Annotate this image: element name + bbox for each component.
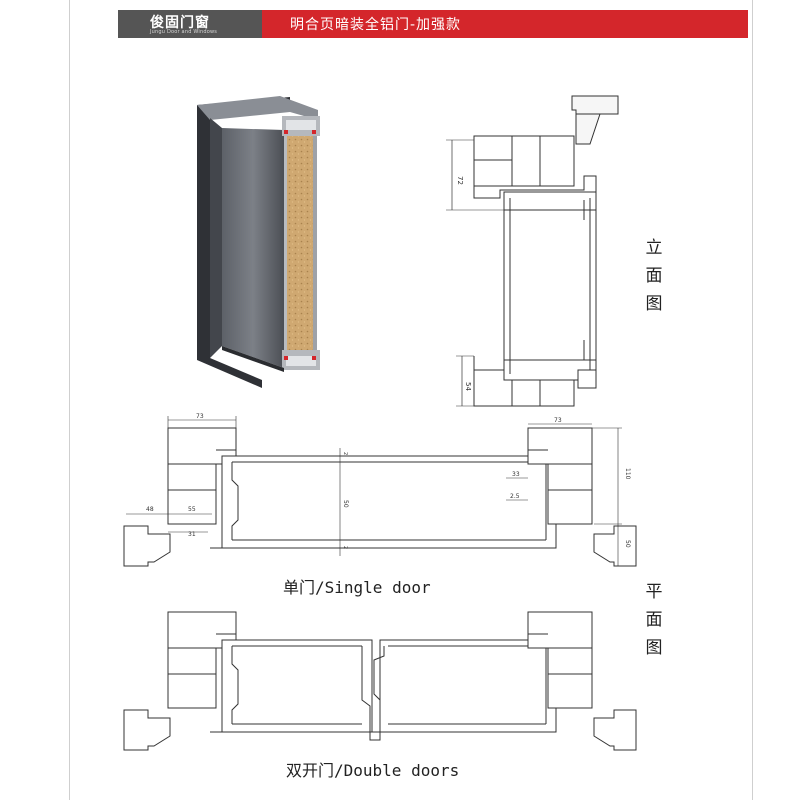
double-doors-caption: 双开门/Double doors (286, 761, 460, 780)
single-right-frame (527, 427, 593, 465)
top-hinge-profile (571, 95, 619, 145)
brand-title: 俊固门窗 (150, 15, 210, 31)
gasket-top-right (312, 130, 316, 134)
single-door-leaf (221, 455, 557, 549)
plan-single-door (123, 416, 637, 567)
double-left-jamb (123, 709, 171, 751)
elevation-label-char-1: 立 (645, 238, 663, 258)
frame-left-line (69, 0, 70, 800)
plan-label: 平 面 图 (643, 578, 665, 662)
core-skin-left (284, 130, 287, 370)
bottom-edge (222, 346, 284, 372)
header-bar: 俊固门窗 Jungu Door and Windows 明合页暗装全铝门-加强款 (118, 10, 748, 38)
dim-plan-33: 33 (512, 471, 520, 478)
core-skin-right (313, 132, 317, 368)
gasket-bottom-right (312, 356, 316, 360)
gasket-bottom-left (284, 356, 288, 360)
dim-plan-inner-top: 2 (342, 452, 348, 455)
dim-plan-110: 110 (624, 468, 631, 480)
elevation-label: 立 面 图 (643, 234, 665, 318)
frame-right-line (752, 0, 753, 800)
double-right-jamb (593, 709, 637, 751)
brand-block: 俊固门窗 Jungu Door and Windows (118, 10, 262, 38)
dim-plan-thickness: 50 (342, 500, 349, 508)
dim-elev-top: 72 (456, 176, 464, 185)
plan-double-doors (123, 611, 637, 751)
plan-label-char-2: 面 (645, 610, 663, 630)
plan-label-char-3: 图 (645, 638, 663, 658)
double-right-leaf (379, 639, 557, 733)
elevation-label-char-3: 图 (645, 294, 663, 314)
plan-label-char-1: 平 (645, 582, 663, 602)
double-left-leaf (221, 639, 373, 733)
dim-plan-left-31: 31 (188, 531, 196, 538)
dim-plan-left-48: 48 (146, 506, 154, 513)
elev-top-frame (473, 135, 575, 187)
top-rail-inner (286, 120, 316, 130)
bottom-rail-inner (286, 356, 316, 366)
single-door-caption: 单门/Single door (283, 578, 431, 597)
dim-plan-left-55: 55 (188, 506, 196, 513)
door-face (222, 128, 284, 368)
dim-plan-50b: 50 (624, 540, 631, 548)
elevation-drawing (446, 95, 619, 407)
dim-plan-right-top: 73 (554, 417, 562, 424)
door-section-render (197, 96, 320, 388)
product-title: 明合页暗装全铝门-加强款 (290, 17, 462, 33)
door-face-edge (210, 118, 222, 358)
door-core-insulation (286, 134, 314, 362)
dim-elev-bottom: 54 (464, 382, 472, 391)
dim-plan-25: 2.5 (510, 493, 520, 500)
frame-outer-profile (197, 97, 290, 388)
title-ribbon: 明合页暗装全铝门-加强款 (262, 10, 748, 38)
dim-plan-inner-bot: 2 (342, 546, 348, 549)
single-left-jamb (123, 525, 171, 567)
elevation-label-char-2: 面 (645, 266, 663, 286)
dim-plan-left-top: 73 (196, 413, 204, 420)
single-right-jamb (593, 525, 637, 567)
gasket-top-left (284, 130, 288, 134)
double-right-frame (527, 611, 593, 649)
elev-door-leaf (503, 191, 597, 381)
frame-top-cap (197, 96, 318, 120)
brand-subtitle: Jungu Door and Windows (150, 29, 218, 35)
